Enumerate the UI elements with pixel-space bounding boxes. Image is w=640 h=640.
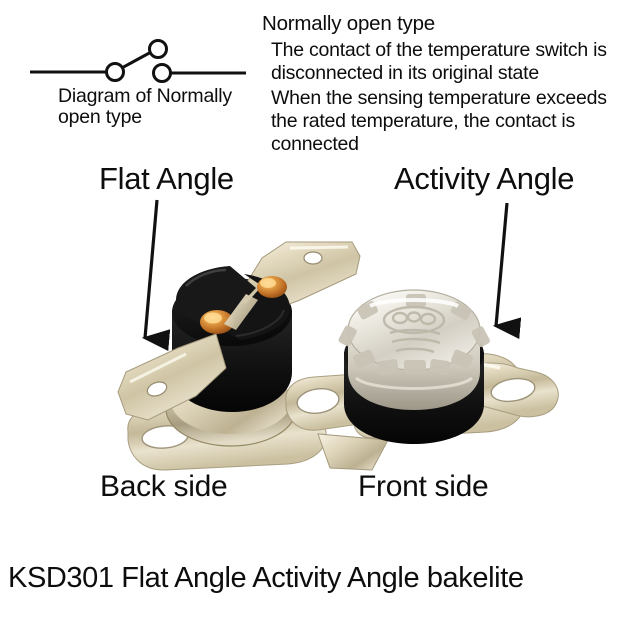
label-front-side: Front side	[358, 470, 489, 503]
explanation-title: Normally open type	[262, 12, 436, 35]
arrow-flat-angle	[141, 199, 171, 351]
terminal-blade-lower-left	[117, 333, 227, 421]
label-activity-angle: Activity Angle	[394, 161, 575, 196]
normally-open-diagram: Diagram of Normally open type	[28, 30, 258, 140]
normally-open-switch-symbol-icon	[30, 39, 246, 83]
cap-embossed-marking	[382, 305, 446, 354]
copper-rivets-left	[200, 276, 287, 334]
metal-cap	[338, 289, 490, 410]
thermostat-back-side	[117, 241, 361, 471]
explanation-paragraph-2: When the sensing temperature exceeds the…	[271, 87, 607, 155]
terminal-hole-lower-left	[146, 381, 168, 397]
mounting-hole-right-rear	[296, 388, 340, 414]
mounting-hole-right-front	[490, 377, 536, 403]
label-back-side: Back side	[100, 470, 228, 503]
label-flat-angle: Flat Angle	[99, 161, 234, 196]
arrow-activity-angle	[492, 202, 522, 340]
contact-strip-left	[224, 294, 258, 330]
terminal-hole-upper-right	[303, 251, 323, 265]
explanation-block: Normally open type The contact of the te…	[262, 12, 634, 155]
cap-rim-notches	[338, 294, 490, 375]
explanation-paragraph-1: The contact of the temperature switch is…	[271, 39, 607, 84]
thermostat-front-side	[285, 289, 559, 471]
product-caption: KSD301 Flat Angle Activity Angle bakelit…	[8, 562, 524, 594]
diagram-caption: Diagram of Normally open type	[58, 85, 232, 129]
